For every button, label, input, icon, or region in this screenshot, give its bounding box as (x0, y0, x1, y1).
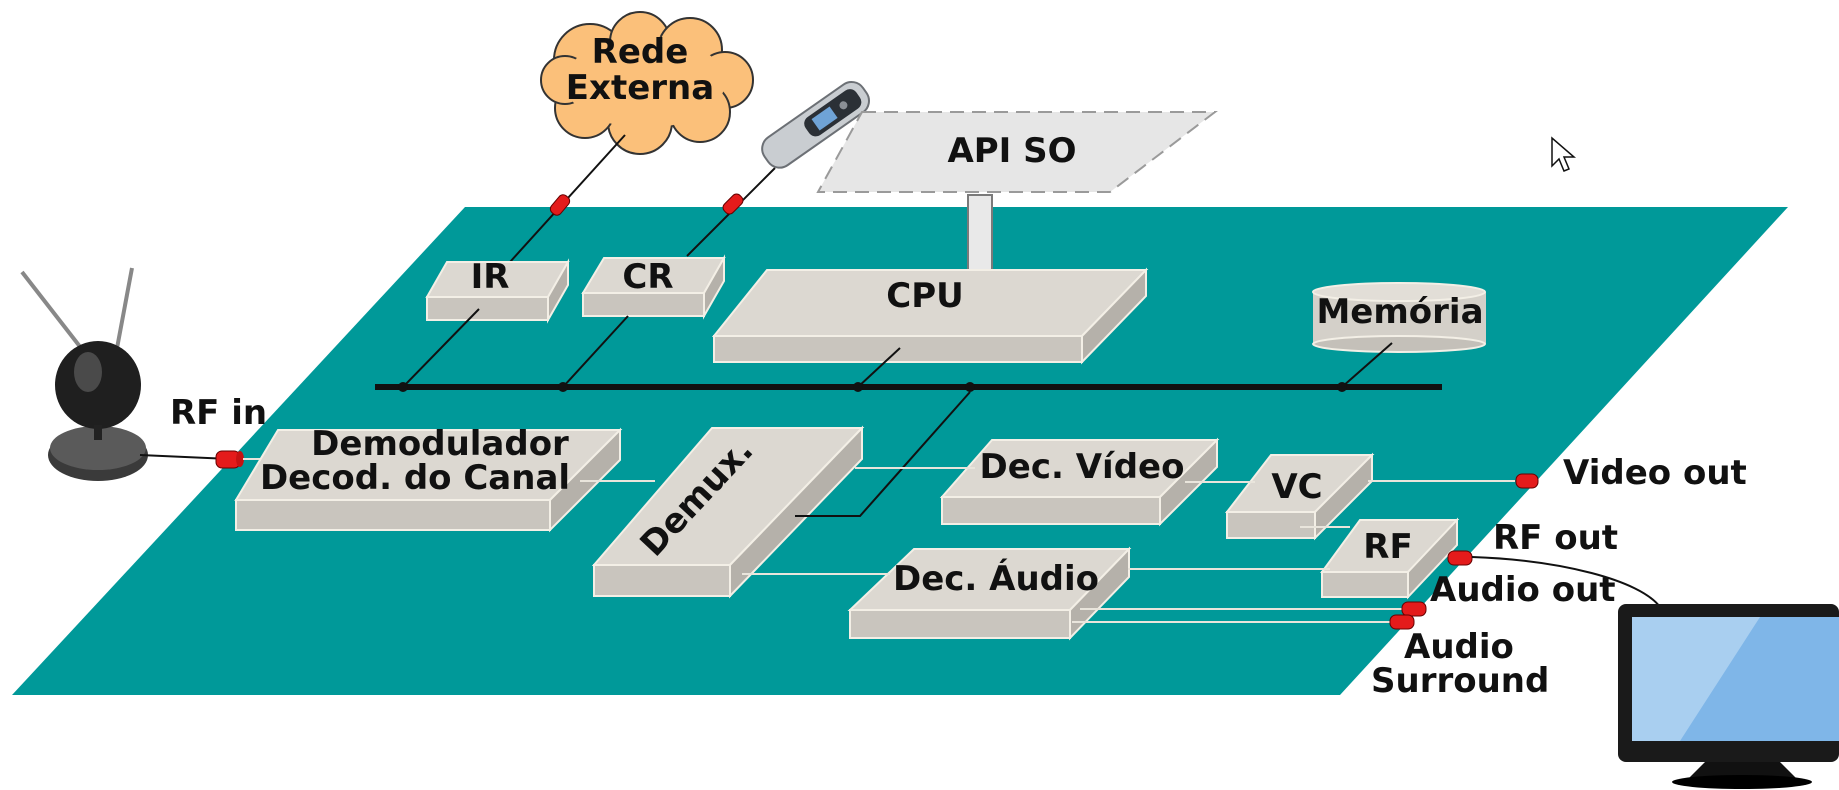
audio-surround-connector (1389, 614, 1415, 630)
vc-block: VC (1224, 452, 1375, 541)
demodulador-block: Demodulador Decod. do Canal (234, 424, 623, 533)
api-so-label: API SO (947, 131, 1076, 171)
external-network-cloud: Rede Externa (540, 11, 754, 155)
rf-block: RF (1320, 517, 1460, 600)
video-out-connector (1515, 473, 1539, 489)
cr-label: CR (622, 257, 673, 297)
api-so-layer: API SO (816, 111, 1218, 193)
video-out-label: Video out (1563, 453, 1747, 493)
dec-video-block: Dec. Vídeo (939, 437, 1220, 527)
rf-in-connector (215, 450, 244, 469)
dec-audio-block: Dec. Áudio (847, 546, 1132, 641)
demodulador-label-line2: Decod. do Canal (260, 458, 570, 498)
antenna-cable (139, 454, 231, 460)
rf-out-cable (1471, 556, 1661, 608)
cloud-icon (540, 11, 754, 155)
remote-control-icon (761, 80, 870, 169)
demux-block: Demux. (591, 425, 865, 599)
audio-out-connector (1401, 601, 1427, 617)
memoria-bus-link (1341, 342, 1393, 388)
cr-bus-link (562, 315, 629, 388)
demodulador-label-line1: Demodulador (311, 424, 569, 464)
cpu-label: CPU (886, 276, 963, 316)
tv-monitor-icon (1618, 604, 1839, 789)
cr-connector (722, 193, 744, 215)
ir-block: IR (425, 257, 570, 324)
audio-surround-label-line1: Audio (1404, 627, 1514, 667)
audio-surround-label-line2: Surround (1371, 661, 1549, 701)
rf-out-connector (1447, 550, 1473, 566)
rf-in-label: RF in (170, 393, 267, 433)
rf-label: RF (1363, 527, 1412, 567)
ir-bus-link (402, 308, 480, 388)
mouse-cursor-icon (1551, 136, 1577, 172)
ir-label: IR (471, 257, 510, 297)
cpu-bus-link (857, 347, 901, 388)
cr-block: CR (581, 254, 726, 320)
dec-audio-label: Dec. Áudio (893, 558, 1099, 599)
vc-label: VC (1271, 467, 1322, 507)
demux-to-bus-link (795, 391, 971, 517)
antenna-icon (20, 267, 148, 481)
memoria-block: Memória (1312, 282, 1486, 353)
ir-connector (549, 194, 571, 216)
cpu-block: CPU (711, 267, 1149, 365)
cloud-label-line1: Rede (592, 32, 689, 72)
audio-out-label: Audio out (1430, 570, 1616, 610)
dec-video-label: Dec. Vídeo (980, 447, 1185, 487)
memoria-label: Memória (1316, 292, 1483, 332)
cloud-label-line2: Externa (566, 68, 714, 108)
rf-out-label: RF out (1493, 518, 1618, 558)
